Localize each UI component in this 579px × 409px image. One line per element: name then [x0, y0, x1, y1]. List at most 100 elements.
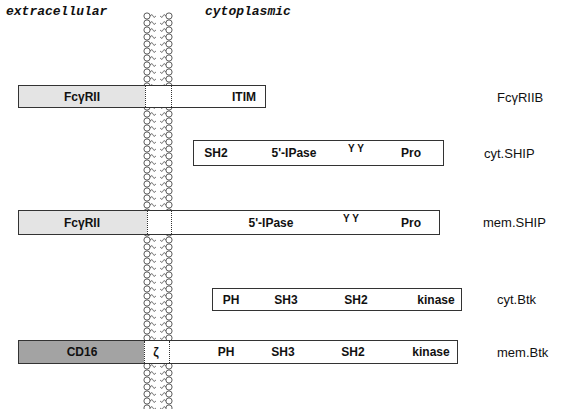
- lipid-head: [144, 76, 150, 82]
- lipid-tail: [150, 183, 156, 186]
- lipid-head: [166, 384, 172, 390]
- lipid-tail: [150, 43, 156, 46]
- region-header: extracellular: [6, 4, 107, 19]
- lipid-tail: [150, 400, 156, 403]
- lipid-head: [144, 251, 150, 257]
- lipid-head: [166, 398, 172, 404]
- lipid-tail: [150, 15, 156, 18]
- lipid-head: [166, 300, 172, 306]
- lipid-tail: [160, 176, 166, 179]
- lipid-tail: [160, 302, 166, 305]
- lipid-head: [144, 286, 150, 292]
- lipid-head: [144, 69, 150, 75]
- lipid-head: [144, 405, 150, 409]
- lipid-tail: [160, 330, 166, 333]
- lipid-head: [166, 265, 172, 271]
- lipid-head: [166, 279, 172, 285]
- membrane-boundary: [144, 341, 145, 363]
- lipid-head: [144, 265, 150, 271]
- lipid-tail: [150, 127, 156, 130]
- membrane-boundary: [147, 211, 148, 234]
- cytoplasmic-construct: PHSH3SH2kinase: [212, 288, 462, 311]
- lipid-tail: [150, 190, 156, 193]
- lipid-head: [166, 27, 172, 33]
- lipid-tail: [160, 295, 166, 298]
- construct-name: mem.SHIP: [483, 215, 546, 230]
- lipid-head: [166, 251, 172, 257]
- lipid-tail: [160, 239, 166, 242]
- lipid-head: [144, 34, 150, 40]
- domain-name: FcγRII: [64, 216, 100, 230]
- lipid-head: [166, 328, 172, 334]
- lipid-head: [144, 188, 150, 194]
- lipid-head: [166, 111, 172, 117]
- lipid-tail: [160, 57, 166, 60]
- lipid-head: [166, 125, 172, 131]
- lipid-tail: [160, 281, 166, 284]
- lipid-head: [144, 146, 150, 152]
- lipid-tail: [150, 204, 156, 207]
- lipid-tail: [160, 393, 166, 396]
- membrane-construct: 5'-IPaseY YProFcγRII: [18, 210, 440, 235]
- lipid-head: [166, 391, 172, 397]
- lipid-tail: [160, 316, 166, 319]
- lipid-tail: [160, 407, 166, 409]
- construct-name: cyt.SHIP: [484, 146, 535, 161]
- lipid-head: [144, 384, 150, 390]
- lipid-head: [144, 377, 150, 383]
- lipid-head: [144, 62, 150, 68]
- lipid-tail: [160, 323, 166, 326]
- receptor-construct: ITIMFcγRII: [18, 85, 266, 108]
- lipid-tail: [150, 323, 156, 326]
- lipid-tail: [160, 15, 166, 18]
- lipid-head: [166, 370, 172, 376]
- domain-name: SH3: [271, 345, 294, 359]
- lipid-tail: [160, 309, 166, 312]
- lipid-tail: [150, 274, 156, 277]
- lipid-head: [144, 13, 150, 19]
- membrane-boundary: [171, 86, 172, 107]
- domain-name: CD16: [67, 345, 98, 359]
- lipid-head: [166, 377, 172, 383]
- membrane-boundary: [171, 211, 172, 234]
- lipid-tail: [150, 330, 156, 333]
- lipid-tail: [150, 372, 156, 375]
- lipid-head: [166, 160, 172, 166]
- lipid-tail: [150, 295, 156, 298]
- domain-name: SH2: [204, 146, 227, 160]
- lipid-tail: [160, 267, 166, 270]
- lipid-tail: [150, 50, 156, 53]
- lipid-tail: [150, 36, 156, 39]
- lipid-tail: [160, 71, 166, 74]
- lipid-tail: [160, 365, 166, 368]
- lipid-head: [166, 272, 172, 278]
- domain-name: kinase: [417, 293, 454, 307]
- lipid-head: [144, 55, 150, 61]
- lipid-head: [144, 244, 150, 250]
- lipid-head: [144, 125, 150, 131]
- lipid-head: [166, 314, 172, 320]
- lipid-tail: [160, 204, 166, 207]
- lipid-head: [144, 202, 150, 208]
- lipid-tail: [150, 113, 156, 116]
- domain-name: Pro: [401, 216, 421, 230]
- phospho-tyrosine: Y Y: [343, 212, 359, 226]
- lipid-tail: [160, 64, 166, 67]
- domain-name: kinase: [412, 345, 449, 359]
- lipid-tail: [160, 36, 166, 39]
- lipid-head: [166, 237, 172, 243]
- lipid-head: [166, 405, 172, 409]
- lipid-head: [166, 118, 172, 124]
- lipid-tail: [160, 260, 166, 263]
- lipid-head: [166, 146, 172, 152]
- lipid-head: [144, 153, 150, 159]
- lipid-head: [166, 307, 172, 313]
- lipid-head: [166, 48, 172, 54]
- lipid-tail: [150, 134, 156, 137]
- lipid-tail: [150, 155, 156, 158]
- lipid-tail: [150, 309, 156, 312]
- construct-name: cyt.Btk: [497, 292, 536, 307]
- lipid-tail: [150, 120, 156, 123]
- domain-name: 5'-IPase: [272, 146, 317, 160]
- lipid-tail: [160, 127, 166, 130]
